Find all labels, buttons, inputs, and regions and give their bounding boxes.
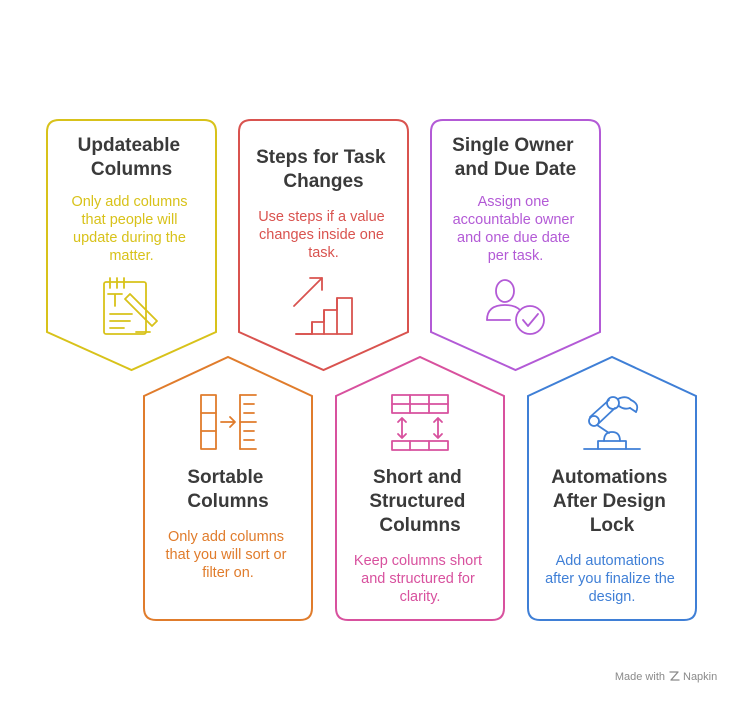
footer-brand: Napkin xyxy=(683,671,717,683)
card-body-line: Add automations xyxy=(556,553,665,569)
card-title-line: Lock xyxy=(590,515,635,536)
card-title-line: Sortable xyxy=(187,467,263,488)
card-body-line: Only add columns xyxy=(168,529,284,545)
card-title-line: Short and xyxy=(373,467,462,488)
card-title: Short and Structured Columns xyxy=(369,467,470,536)
card-single-owner-due-date: Single Owner and Due Date Assign one acc… xyxy=(430,119,601,372)
user-check-icon xyxy=(486,279,545,335)
card-title-line: Columns xyxy=(379,515,460,536)
footer-made-with: Made with xyxy=(615,671,665,683)
card-title-line: Columns xyxy=(187,491,268,512)
card-shape xyxy=(143,355,313,621)
card-body-line: that people will xyxy=(82,212,178,228)
napkin-logo-icon xyxy=(669,671,680,681)
card-title: Single Owner and Due Date xyxy=(452,135,579,180)
footer-credit: Made with Napkin xyxy=(615,671,717,683)
table-resize-icon xyxy=(391,394,449,451)
card-body-line: update during the xyxy=(73,230,186,246)
card-body-line: task. xyxy=(308,245,339,261)
card-body: Keep columns short and structured for cl… xyxy=(354,553,486,605)
card-body-line: filter on. xyxy=(202,565,254,581)
card-body-line: and one due date xyxy=(457,230,570,246)
card-updateable-columns: Updateable Columns Only add columns that… xyxy=(46,119,217,372)
card-shape xyxy=(335,355,505,621)
card-body-line: changes inside one xyxy=(259,227,384,243)
card-title: Steps for Task Changes xyxy=(256,147,391,192)
card-title-line: Updateable xyxy=(78,135,180,156)
card-body-line: Assign one xyxy=(478,194,550,210)
card-title-line: Steps for Task xyxy=(256,147,386,168)
card-shape xyxy=(46,119,217,372)
card-title: Automations After Design Lock xyxy=(551,467,672,536)
card-title-line: and Due Date xyxy=(455,159,576,180)
card-body: Only add columns that people will update… xyxy=(71,194,191,264)
card-title-line: Columns xyxy=(91,159,172,180)
card-body-line: and structured for xyxy=(361,571,475,587)
card-body: Only add columns that you will sort or f… xyxy=(166,529,291,581)
card-title-line: Changes xyxy=(283,171,363,192)
card-body: Add automations after you finalize the d… xyxy=(545,553,679,605)
document-pencil-icon xyxy=(103,277,158,335)
card-shape xyxy=(527,355,697,621)
card-short-structured-columns: Short and Structured Columns Keep column… xyxy=(335,355,505,621)
card-body-line: per task. xyxy=(488,248,544,264)
card-body-line: matter. xyxy=(109,248,153,264)
card-shape xyxy=(430,119,601,372)
stairs-arrow-icon xyxy=(293,277,353,335)
card-title-line: After Design xyxy=(553,491,666,512)
card-shape xyxy=(238,119,409,372)
card-body-line: clarity. xyxy=(400,589,441,605)
card-title: Sortable Columns xyxy=(187,467,268,512)
card-body-line: Only add columns xyxy=(71,194,187,210)
card-sortable-columns: Sortable Columns Only add columns that y… xyxy=(143,355,313,621)
columns-sort-icon xyxy=(200,394,257,450)
card-body: Use steps if a value changes inside one … xyxy=(258,209,389,261)
card-body-line: Keep columns short xyxy=(354,553,482,569)
card-body: Assign one accountable owner and one due… xyxy=(453,194,579,264)
card-body-line: Use steps if a value xyxy=(258,209,385,225)
card-body-line: that you will sort or xyxy=(166,547,287,563)
card-automations-after-design-lock: Automations After Design Lock Add automa… xyxy=(527,355,697,621)
card-title: Updateable Columns xyxy=(78,135,186,180)
card-title-line: Single Owner xyxy=(452,135,574,156)
card-body-line: design. xyxy=(589,589,636,605)
card-title-line: Structured xyxy=(369,491,465,512)
card-body-line: accountable owner xyxy=(453,212,575,228)
card-body-line: after you finalize the xyxy=(545,571,675,587)
robot-arm-icon xyxy=(583,396,641,450)
card-steps-for-task-changes: Steps for Task Changes Use steps if a va… xyxy=(238,119,409,372)
card-title-line: Automations xyxy=(551,467,667,488)
